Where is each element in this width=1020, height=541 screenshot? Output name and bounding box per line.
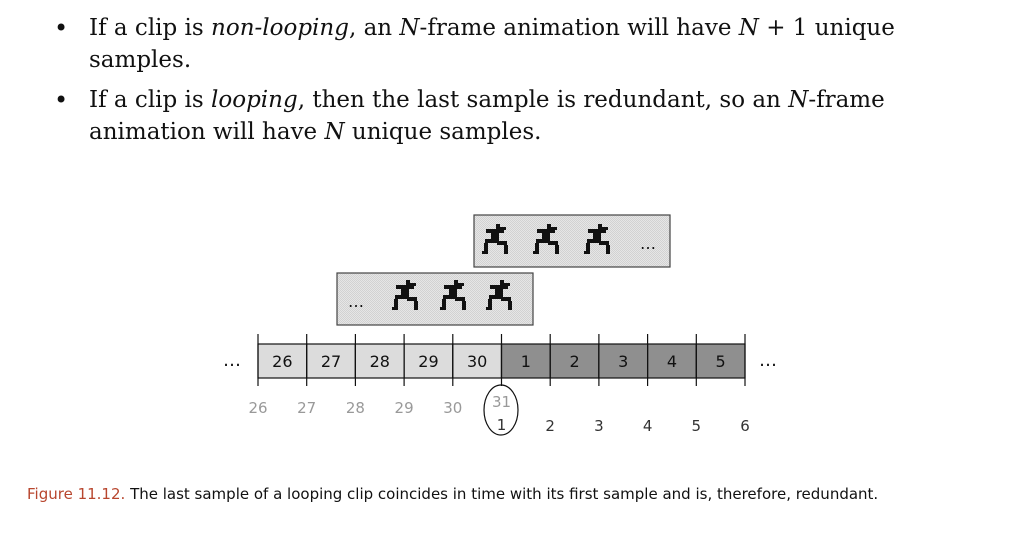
- frame-box: [500, 343, 551, 379]
- text-run: , an: [348, 15, 400, 41]
- timeline-ellipsis-right: …: [759, 350, 777, 371]
- frame-box: [306, 343, 357, 379]
- emphasis: non-looping: [211, 15, 349, 41]
- sample-index-next: 6: [740, 417, 750, 435]
- frame-label: 5: [716, 352, 726, 371]
- bullet-text: If a clip is non-looping, an N-frame ani…: [89, 12, 969, 76]
- frame-label: 1: [521, 352, 531, 371]
- frame-label: 28: [370, 352, 390, 371]
- sample-index-next: 4: [643, 417, 653, 435]
- text-run: , then the last sample is redundant, so …: [297, 87, 789, 113]
- caption-text: The last sample of a looping clip coinci…: [130, 485, 879, 503]
- sample-index-next: 2: [545, 417, 555, 435]
- strip-ellipsis: …: [640, 234, 656, 253]
- sample-index-next: 1: [497, 416, 507, 434]
- frame-label: 2: [569, 352, 579, 371]
- emphasis: looping: [211, 87, 298, 113]
- frame-label: 30: [467, 352, 487, 371]
- text-run: unique samples.: [344, 119, 542, 145]
- sample-index-prev: 27: [297, 399, 316, 417]
- frame-label: 27: [321, 352, 341, 371]
- bullet-item-non-looping: • If a clip is non-looping, an N-frame a…: [54, 12, 974, 76]
- frame-box: [646, 343, 697, 379]
- frame-label: 3: [618, 352, 628, 371]
- math-var: N: [399, 15, 420, 41]
- bullet-dot: •: [54, 14, 69, 42]
- bullet-item-looping: • If a clip is looping, then the last sa…: [54, 84, 974, 148]
- math-var: N: [738, 15, 759, 41]
- text-run: -frame animation will have: [419, 15, 739, 41]
- bullet-text: If a clip is looping, then the last samp…: [89, 84, 969, 148]
- frame-box: [695, 343, 746, 379]
- frame-label: 29: [418, 352, 438, 371]
- frame-label: 4: [667, 352, 677, 371]
- text-run: -frame: [808, 87, 885, 113]
- math-var: N: [788, 87, 809, 113]
- sample-index-prev: 28: [346, 399, 365, 417]
- frame-label: 26: [272, 352, 292, 371]
- sample-index-next: 5: [692, 417, 702, 435]
- math-var: N: [324, 119, 345, 145]
- figure-caption: Figure 11.12. The last sample of a loopi…: [27, 483, 997, 505]
- caption-label: Figure 11.12.: [27, 485, 126, 503]
- text-run: If a clip is: [89, 87, 212, 113]
- text-run: animation will have: [89, 119, 325, 145]
- bullet-dot: •: [54, 86, 69, 114]
- frame-box: [354, 343, 405, 379]
- sample-index-prev: 29: [395, 399, 414, 417]
- timeline-ellipsis-left: …: [223, 350, 241, 371]
- coinciding-sample-circle: [483, 384, 519, 436]
- sample-index-prev: 26: [248, 399, 267, 417]
- frame-box: [452, 343, 503, 379]
- sample-index-prev: 31: [492, 393, 511, 411]
- sample-index-prev: 30: [443, 399, 462, 417]
- sample-index-next: 3: [594, 417, 604, 435]
- text-run: If a clip is: [89, 15, 212, 41]
- text-run: samples.: [89, 47, 192, 73]
- text-run: + 1 unique: [758, 15, 895, 41]
- strip-ellipsis: …: [348, 292, 364, 311]
